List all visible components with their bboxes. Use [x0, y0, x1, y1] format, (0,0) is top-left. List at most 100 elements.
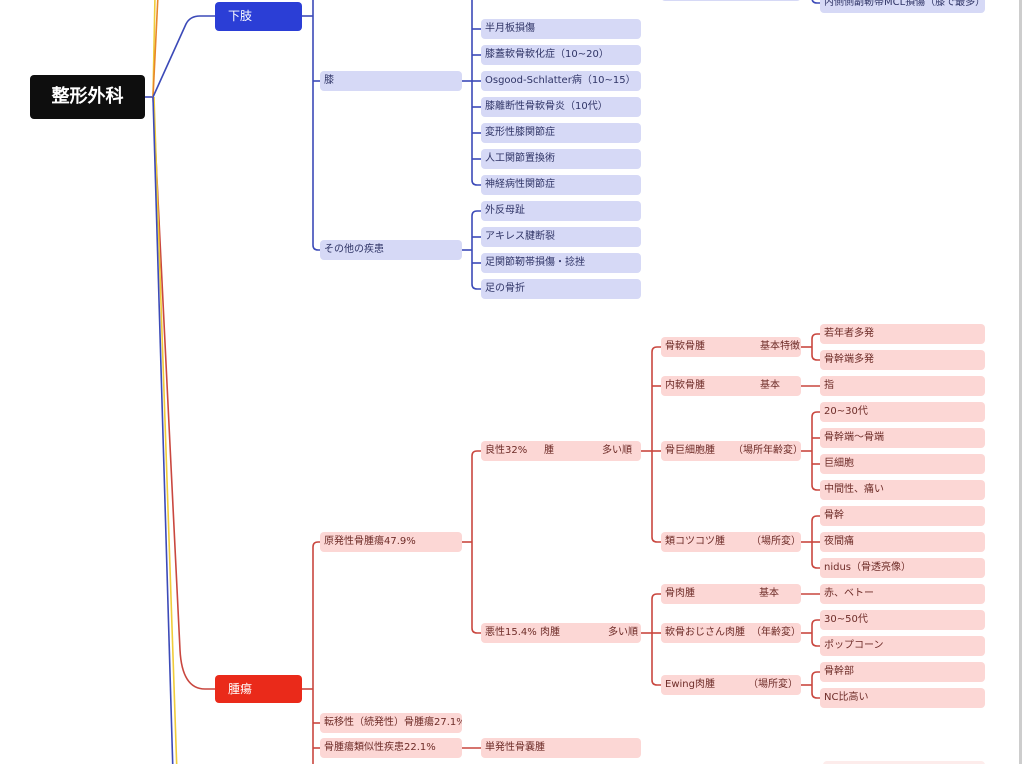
topic-label: 悪性15.4% [485, 627, 537, 638]
topic-node[interactable]: nidus（骨透亮像） [820, 558, 985, 578]
topic-node-benign[interactable]: 良性32% 腫 多い順 [481, 441, 641, 461]
topic-label: 足関節靭帯損傷・捻挫 [485, 257, 585, 268]
connector-line [471, 0, 481, 186]
topic-node[interactable]: 中間性、痛い [820, 480, 985, 500]
topic-label: NC比高い [824, 692, 869, 703]
topic-node[interactable]: 骨軟骨腫 基本特徴 [661, 337, 801, 357]
topic-node[interactable]: 骨肉腫 基本 [661, 584, 801, 604]
connector-line [471, 450, 481, 634]
topic-label: 足の骨折 [485, 283, 525, 294]
topic-type: 腫 [544, 445, 554, 456]
topic-label: 赤、ベトー [824, 588, 874, 599]
topic-node[interactable]: 30~50代 [820, 610, 985, 630]
topic-note: （年齢変） [751, 627, 801, 638]
connector-line [152, 96, 174, 764]
topic-node[interactable]: 20~30代 [820, 402, 985, 422]
topic-label: 類コツコツ腫 [665, 536, 725, 547]
topic-label: ポップコーン [824, 640, 884, 651]
topic-node-tumor-like[interactable]: 骨腫瘍類似性疾患22.1% [320, 738, 462, 758]
connector-line [811, 411, 820, 491]
topic-label: Osgood-Schlatter病（10~15） [485, 75, 636, 86]
topic-node-other-diseases[interactable]: その他の疾患 [320, 240, 462, 260]
topic-node[interactable]: 神経病性関節症 [481, 175, 641, 195]
topic-node[interactable]: 骨幹部 [820, 662, 985, 682]
topic-node[interactable]: Osgood-Schlatter病（10~15） [481, 71, 641, 91]
topic-node[interactable]: 膝蓋軟骨軟化症（10~20） [481, 45, 641, 65]
topic-label: 膝蓋軟骨軟化症（10~20） [485, 49, 609, 60]
topic-node[interactable]: 骨幹端～骨端 [820, 428, 985, 448]
topic-node-malignant[interactable]: 悪性15.4% 肉腫 多い順 [481, 623, 641, 643]
topic-label: 骨幹部 [824, 666, 854, 677]
topic-label: 内軟骨腫 [665, 380, 705, 391]
vertical-scrollbar[interactable] [1019, 0, 1022, 764]
topic-node[interactable]: Ewing肉腫 （場所変） [661, 675, 801, 695]
topic-note: （場所年齢変） [733, 445, 801, 456]
topic-label: 若年者多発 [824, 328, 874, 339]
topic-node-mcl[interactable]: 内側側副靭帯MCL損傷（膝で最多） [820, 0, 985, 13]
topic-node[interactable]: NC比高い [820, 688, 985, 708]
connector-line [153, 96, 178, 764]
topic-node[interactable]: 半月板損傷 [481, 19, 641, 39]
topic-node[interactable]: 外反母趾 [481, 201, 641, 221]
topic-node[interactable]: 人工関節置換術 [481, 149, 641, 169]
topic-node[interactable]: 骨幹 [820, 506, 985, 526]
topic-label: 骨腫瘍類似性疾患22.1% [324, 742, 436, 753]
topic-node[interactable]: 骨巨細胞腫 （場所年齢変） [661, 441, 801, 461]
topic-label: 巨細胞 [824, 458, 854, 469]
connector-line [312, 0, 320, 251]
topic-node-metastatic[interactable]: 転移性（続発性）骨腫瘍27.1% [320, 713, 462, 733]
topic-node[interactable]: 骨幹端多発 [820, 350, 985, 370]
topic-label: 骨幹 [824, 510, 844, 521]
topic-note: 基本特徴 [760, 341, 800, 352]
topic-node[interactable]: ポップコーン [820, 636, 985, 656]
topic-label: 原発性骨腫瘍47.9% [324, 536, 416, 547]
topic-node-partial[interactable] [661, 0, 801, 1]
connector-line [152, 15, 215, 98]
connector-line [651, 346, 661, 543]
topic-label: 軟骨おじさん肉腫 [665, 627, 745, 638]
topic-label: 膝 [324, 75, 334, 86]
topic-node-primary[interactable]: 原発性骨腫瘍47.9% [320, 532, 462, 552]
topic-label: 変形性膝関節症 [485, 127, 555, 138]
topic-node[interactable]: 足関節靭帯損傷・捻挫 [481, 253, 641, 273]
topic-node[interactable]: 単発性骨嚢腫 [481, 738, 641, 758]
topic-label: 夜間痛 [824, 536, 854, 547]
connector-line [152, 0, 159, 98]
topic-label: 膝離断性骨軟骨炎（10代） [485, 101, 608, 112]
topic-label: 人工関節置換術 [485, 153, 555, 164]
topic-order: 多い順 [608, 627, 638, 638]
topic-label: 骨幹端多発 [824, 354, 874, 365]
topic-note: （場所変） [751, 536, 801, 547]
topic-node[interactable]: 夜間痛 [820, 532, 985, 552]
topic-node[interactable]: 赤、ベトー [820, 584, 985, 604]
topic-node[interactable]: アキレス腱断裂 [481, 227, 641, 247]
topic-node[interactable]: 類コツコツ腫 （場所変） [661, 532, 801, 552]
topic-note: 基本 [760, 380, 780, 391]
topic-node[interactable]: 足の骨折 [481, 279, 641, 299]
topic-label: Ewing肉腫 [665, 679, 715, 690]
topic-label: nidus（骨透亮像） [824, 562, 912, 573]
topic-node[interactable]: 巨細胞 [820, 454, 985, 474]
connector-line [811, 619, 820, 647]
topic-label: 骨肉腫 [665, 588, 695, 599]
topic-node[interactable]: 変形性膝関節症 [481, 123, 641, 143]
topic-node[interactable]: 軟骨おじさん肉腫 （年齢変） [661, 623, 801, 643]
topic-label: アキレス腱断裂 [485, 231, 555, 242]
topic-node[interactable]: 若年者多発 [820, 324, 985, 344]
topic-node-partial[interactable] [823, 761, 985, 764]
topic-node[interactable]: 内軟骨腫 基本 [661, 376, 801, 396]
topic-node[interactable]: 膝離断性骨軟骨炎（10代） [481, 97, 641, 117]
root-topic[interactable]: 整形外科 [30, 75, 145, 119]
connector-line [471, 210, 481, 290]
topic-note: 基本 [759, 588, 779, 599]
topic-label: 半月板損傷 [485, 23, 535, 34]
topic-label: 良性32% [485, 445, 528, 456]
topic-node[interactable]: 指 [820, 376, 985, 396]
topic-node-knee[interactable]: 膝 [320, 71, 462, 91]
topic-label: 外反母趾 [485, 205, 525, 216]
branch-tumor[interactable]: 腫瘍 [215, 675, 302, 703]
topic-label: 内側側副靭帯MCL損傷（膝で最多） [824, 0, 985, 8]
branch-lower-limb[interactable]: 下肢 [215, 2, 302, 31]
